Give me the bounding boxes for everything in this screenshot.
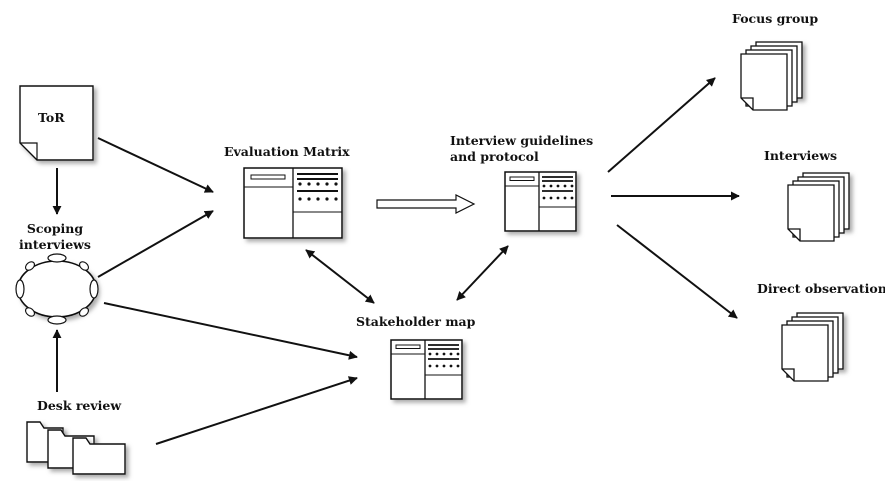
scoping-label-line1: Scoping (26, 221, 84, 236)
arrow-desk-to-stakeholder (155, 376, 358, 445)
matrix-table-icon (390, 339, 463, 400)
desk-review-label: Desk review (37, 398, 122, 413)
arrow-scoping-to-stakeholder (103, 302, 358, 360)
arrow-matrix-stakeholder (305, 249, 375, 304)
guidelines-label-line2: and protocol (450, 149, 539, 164)
document-stack-icon (787, 172, 850, 242)
evaluation-matrix-label: Evaluation Matrix (224, 144, 350, 159)
arrow-guidelines-to-focus (607, 77, 716, 173)
interviews-label: Interviews (764, 148, 838, 163)
tor-label: ToR (38, 110, 65, 125)
stakeholder-map-label: Stakeholder map (356, 314, 476, 329)
guidelines-label-line1: Interview guidelines (450, 133, 594, 148)
direct-observation-label: Direct observation (757, 281, 885, 296)
folders-icon (26, 421, 126, 475)
arrow-tor-to-matrix (97, 137, 214, 193)
matrix-table-icon (504, 171, 577, 232)
document-stack-icon (740, 41, 803, 111)
focus-group-label: Focus group (732, 11, 819, 26)
scoping-label: Scoping interviews (5, 221, 105, 253)
document-icon (19, 85, 94, 161)
scoping-label-line2: interviews (19, 237, 91, 252)
document-stack-icon (781, 312, 844, 382)
meeting-table-icon (15, 253, 99, 325)
arrow-scoping-to-matrix (97, 210, 214, 278)
guidelines-label: Interview guidelines and protocol (450, 133, 593, 165)
arrow-guidelines-stakeholder (456, 245, 509, 301)
matrix-table-icon (243, 167, 343, 239)
arrow-matrix-to-guidelines (376, 194, 476, 214)
arrow-guidelines-to-observation (616, 224, 738, 319)
